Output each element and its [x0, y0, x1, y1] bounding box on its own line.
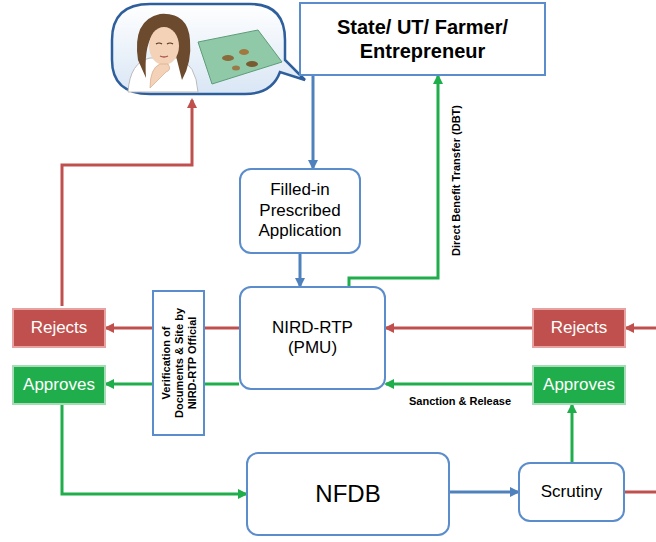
- cloth-with-items: [198, 30, 282, 84]
- flow-arrow: [349, 76, 438, 286]
- node-label: State/ UT/ Farmer/ Entrepreneur: [309, 15, 536, 63]
- flow-arrow: [386, 327, 532, 330]
- reject-box: Rejects: [532, 308, 626, 348]
- node-label: Verification of Documents & Site by NIRD…: [159, 296, 198, 431]
- node-label: Approves: [23, 375, 95, 395]
- approve-box: Approves: [12, 365, 106, 405]
- node-label: Filled-in Prescribed Application: [249, 180, 351, 241]
- edge-label: Sanction & Release: [400, 395, 520, 408]
- approve-box: Approves: [532, 365, 626, 405]
- edge-label: Direct Benefit Transfer (DBT): [450, 85, 463, 275]
- reject-return-line: [62, 100, 192, 306]
- reject-box: Rejects: [12, 308, 106, 348]
- process-box: Filled-in Prescribed Application: [239, 168, 361, 254]
- node-label: Rejects: [31, 318, 88, 338]
- process-box: NFDB: [246, 452, 450, 536]
- thinking-woman: [128, 14, 198, 92]
- node-label: Approves: [543, 375, 615, 395]
- flow-arrow: [312, 76, 315, 168]
- flow-arrow: [386, 383, 532, 386]
- actor-box: State/ UT/ Farmer/ Entrepreneur: [299, 2, 546, 76]
- flow-arrow: [450, 491, 518, 494]
- node-label: NIRD-RTP (PMU): [249, 318, 376, 359]
- node-label: Rejects: [551, 318, 608, 338]
- process-box: Scrutiny: [518, 462, 625, 522]
- node-label: NFDB: [315, 480, 380, 509]
- verification-box: Verification of Documents & Site by NIRD…: [152, 290, 205, 436]
- flow-arrow: [571, 405, 574, 462]
- flow-arrow: [299, 254, 302, 286]
- node-label: Scrutiny: [541, 482, 602, 502]
- process-box: NIRD-RTP (PMU): [239, 286, 386, 390]
- flow-arrow: [625, 328, 656, 492]
- thought-bubble: [112, 4, 305, 94]
